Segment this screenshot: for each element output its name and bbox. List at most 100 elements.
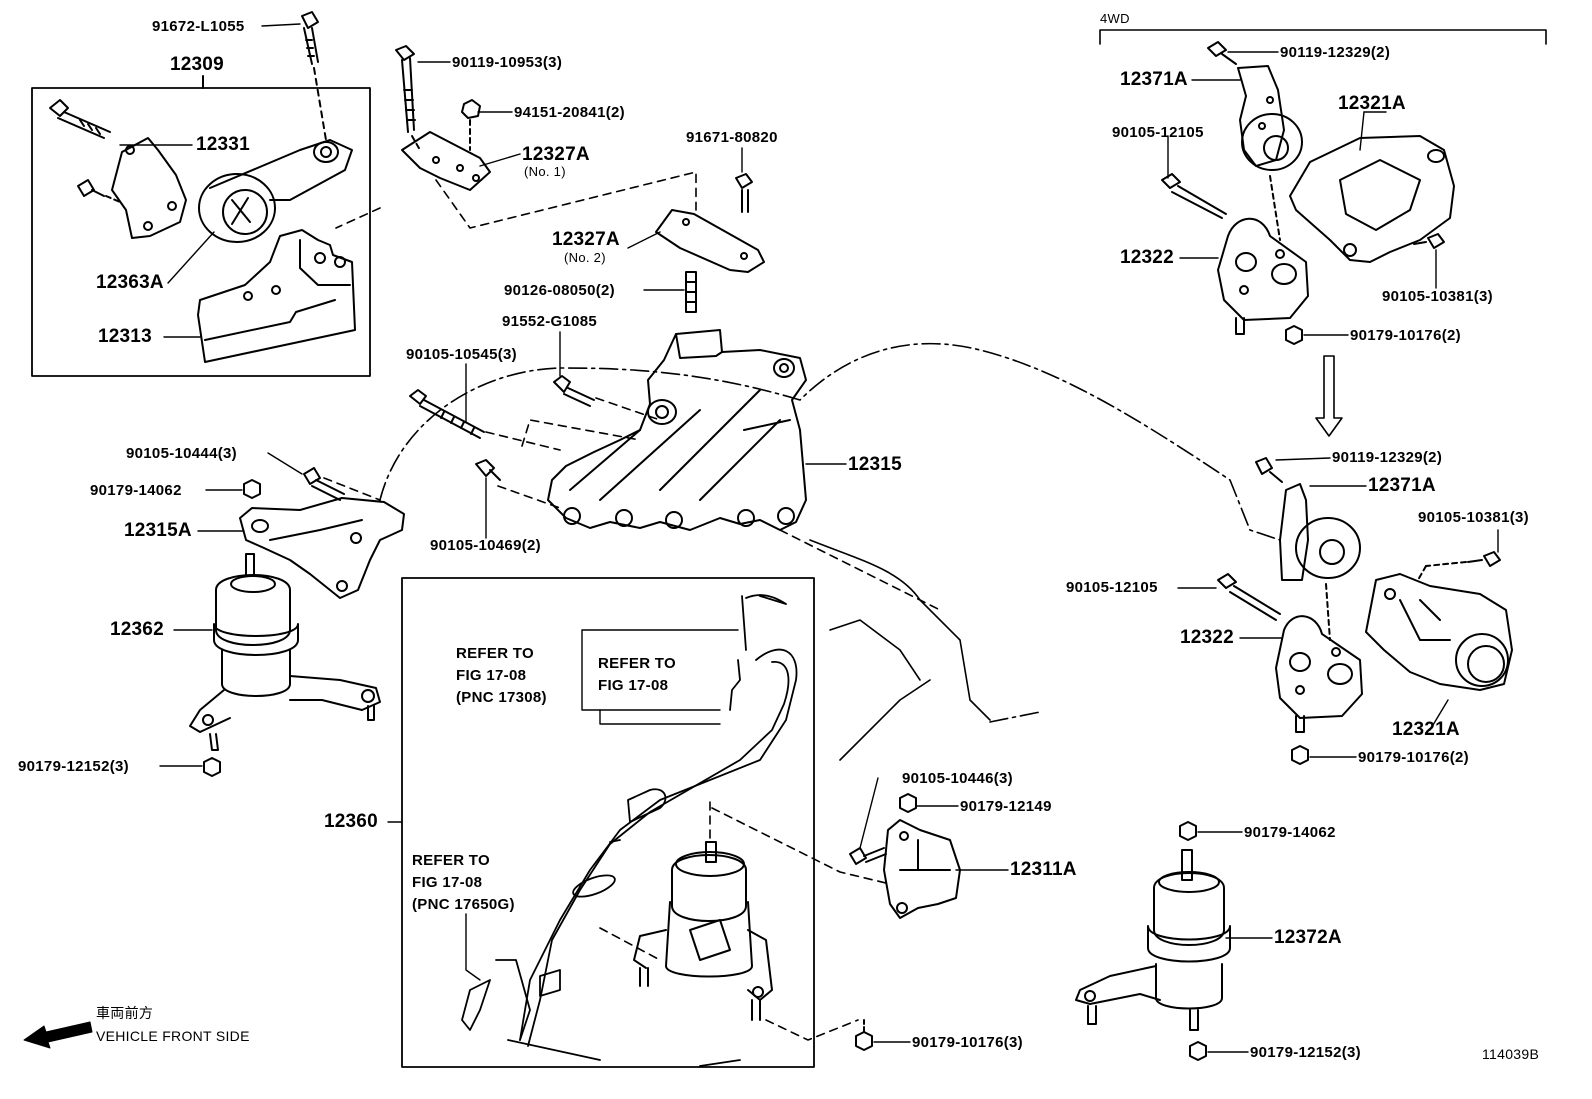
- vacuum-hoses: [461, 594, 798, 1067]
- nut-90179-14062-left: [243, 479, 261, 499]
- bolt-91672-L1055: [301, 11, 327, 141]
- label-90105-12105-lower: 90105-12105: [1066, 579, 1158, 596]
- engine-outline: [379, 342, 1281, 541]
- label-90179-10176-center: 90179-10176(3): [912, 1034, 1023, 1051]
- label-4wd: 4WD: [1100, 11, 1130, 26]
- bolt-90105-10381-upper: [1413, 233, 1445, 249]
- label-12372A: 12372A: [1274, 927, 1342, 948]
- label-12311A: 12311A: [1010, 859, 1077, 880]
- label-90119-10953: 90119-10953(3): [452, 54, 563, 71]
- bolt-90105-10545: [409, 389, 485, 439]
- label-12331: 12331: [196, 134, 250, 155]
- stud-90126-08050: [685, 271, 697, 313]
- label-90179-10176-upper: 90179-10176(2): [1350, 327, 1461, 344]
- part-12371A-upper: [1237, 65, 1303, 171]
- refer-note-2-line1: REFER TO: [598, 655, 676, 672]
- label-12315: 12315: [848, 454, 902, 475]
- nut-90179-10176-upper: [1285, 325, 1303, 345]
- refer-note-1-line3: (PNC 17308): [456, 689, 547, 706]
- label-12322-upper: 12322: [1120, 247, 1174, 268]
- label-90105-10469: 90105-10469(2): [430, 537, 541, 554]
- nut-90179-14062-right: [1179, 821, 1197, 841]
- label-91672-L1055: 91672-L1055: [152, 18, 245, 35]
- label-90179-12152-right: 90179-12152(3): [1250, 1044, 1361, 1061]
- drawing-code: 114039B: [1482, 1046, 1540, 1062]
- bracket-4wd: [1099, 29, 1547, 45]
- label-12371A-lower: 12371A: [1368, 475, 1436, 496]
- refer-note-2-line2: FIG 17-08: [598, 677, 669, 694]
- part-12331-bracket: [111, 137, 187, 239]
- bolt-90105-10381-lower: [1417, 551, 1501, 581]
- front-note-jp: 車両前方: [96, 1005, 154, 1021]
- label-90105-10545: 90105-10545(3): [406, 346, 517, 363]
- label-90179-10176-lower: 90179-10176(2): [1358, 749, 1469, 766]
- label-12309: 12309: [170, 54, 224, 75]
- label-90179-12149: 90179-12149: [960, 798, 1052, 815]
- part-12321A-lower: [1365, 573, 1513, 691]
- label-90179-14062-left: 90179-14062: [90, 482, 182, 499]
- transmission-outline: [809, 539, 1041, 761]
- bolt-12309-short: [77, 179, 105, 197]
- part-12322-lower: [1275, 583, 1363, 733]
- part-12363A-mount: [198, 139, 353, 243]
- part-12315-bracket: [547, 329, 807, 531]
- label-12360: 12360: [324, 811, 378, 832]
- label-94151-20841: 94151-20841(2): [514, 104, 625, 121]
- label-12327A-no2: 12327A: [552, 229, 620, 250]
- label-90105-10381-lower: 90105-10381(3): [1418, 509, 1529, 526]
- dash-lines-center: [323, 171, 941, 611]
- bolt-90105-12105-upper: [1161, 173, 1227, 219]
- refer-note-1-line2: FIG 17-08: [456, 667, 527, 684]
- label-12363A: 12363A: [96, 272, 164, 293]
- bolt-90119-12329-lower: [1255, 457, 1283, 483]
- refer-note-3-line2: FIG 17-08: [412, 874, 483, 891]
- part-12360-mount: [633, 841, 773, 1021]
- part-12315A-bracket: [239, 497, 405, 599]
- label-90105-12105-upper: 90105-12105: [1112, 124, 1204, 141]
- part-12327A-no2: [655, 209, 765, 273]
- dash-lines-box12360: [599, 801, 891, 1041]
- part-12362-mount: [189, 553, 381, 751]
- part-12371A-lower: [1279, 483, 1361, 581]
- label-90126-08050: 90126-08050(2): [504, 282, 615, 299]
- part-12311A-bracket: [883, 819, 961, 919]
- leader-lines: [119, 23, 1499, 1053]
- label-90179-12152-left: 90179-12152(3): [18, 758, 129, 775]
- front-arrow-icon: [23, 1021, 93, 1049]
- label-12321A-upper: 12321A: [1338, 93, 1406, 114]
- bolt-90105-10444: [303, 467, 345, 501]
- bolt-12309-long: [49, 99, 111, 139]
- nut-90179-12152-left: [203, 757, 221, 777]
- bolt-90105-10469: [475, 459, 501, 481]
- bolt-91552-G1085: [553, 375, 595, 407]
- label-90105-10381-upper: 90105-10381(3): [1382, 288, 1493, 305]
- label-90119-12329-lower: 90119-12329(2): [1332, 449, 1443, 466]
- nut-90179-12149: [899, 793, 917, 813]
- label-90179-14062-right: 90179-14062: [1244, 824, 1336, 841]
- part-12322-upper: [1217, 175, 1309, 335]
- refer-note-1-line1: REFER TO: [456, 645, 534, 662]
- box-12309-outline: [31, 75, 371, 377]
- front-note-en: VEHICLE FRONT SIDE: [96, 1028, 250, 1044]
- bolt-90119-12329-upper: [1207, 41, 1237, 65]
- part-12327A-no1: [401, 131, 491, 191]
- bolt-90119-10953: [395, 45, 421, 151]
- label-90119-12329-upper: 90119-12329(2): [1280, 44, 1391, 61]
- label-91671-80820: 91671-80820: [686, 129, 778, 146]
- label-12362: 12362: [110, 619, 164, 640]
- label-91552-G1085: 91552-G1085: [502, 313, 598, 330]
- bolt-90105-12105-lower: [1217, 573, 1281, 621]
- label-12315A: 12315A: [124, 520, 192, 541]
- part-12372A-mount: [1075, 849, 1231, 1031]
- label-no1: (No. 1): [524, 164, 566, 179]
- label-12371A-upper: 12371A: [1120, 69, 1188, 90]
- bolt-90105-10446: [849, 847, 887, 865]
- label-12327A-no1: 12327A: [522, 144, 590, 165]
- down-arrow-icon: [1315, 355, 1343, 437]
- label-12322-lower: 12322: [1180, 627, 1234, 648]
- nut-90179-10176-lower: [1291, 745, 1309, 765]
- refer-note-3-line3: (PNC 17650G): [412, 896, 515, 913]
- label-no2: (No. 2): [564, 250, 606, 265]
